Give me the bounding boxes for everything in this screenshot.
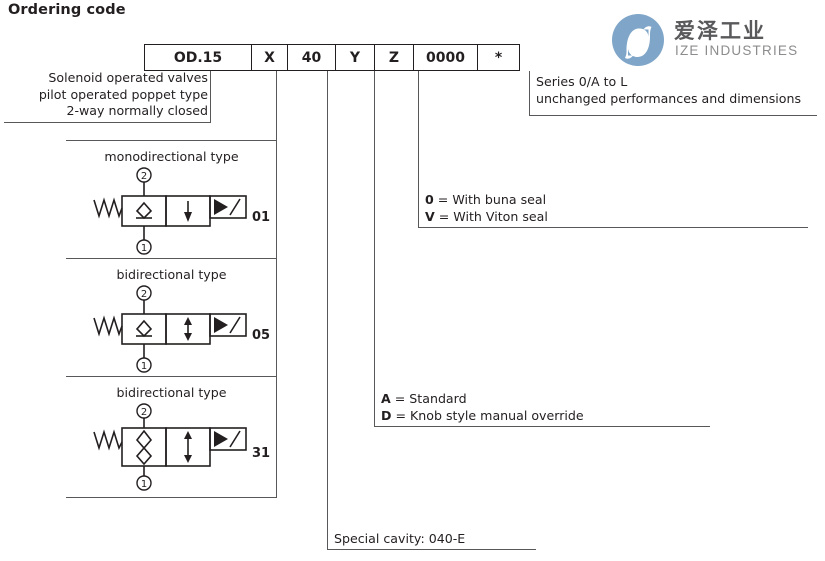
leader-series-underline xyxy=(529,115,817,116)
code-box-family[interactable]: OD.15 xyxy=(145,45,252,70)
seal-note-line-1: 0 = With buna seal xyxy=(425,192,548,209)
override-note-key-0: A xyxy=(381,391,391,406)
leader-series xyxy=(529,71,530,115)
svg-text:2: 2 xyxy=(141,171,147,182)
valve-caption-05: bidirectional type xyxy=(116,267,227,282)
leader-seal-underline xyxy=(418,227,808,228)
code-box-seal[interactable]: Z xyxy=(375,45,414,70)
valve-caption-31: bidirectional type xyxy=(116,385,227,400)
seal-note-key-0: 0 xyxy=(425,192,434,207)
series-note-line-2: unchanged performances and dimensions xyxy=(536,90,802,106)
leader-seal xyxy=(418,71,419,227)
leader-spool xyxy=(276,71,277,498)
page-title: Ordering code xyxy=(8,2,126,18)
svg-text:1: 1 xyxy=(141,361,147,372)
leader-option-underline xyxy=(374,426,710,427)
company-logo: 爱泽工业 IZE INDUSTRIES xyxy=(612,12,822,68)
valve-symbol-05: 2 1 xyxy=(93,285,247,373)
override-note: A = Standard D = Knob style manual overr… xyxy=(381,391,584,424)
logo-name-cn: 爱泽工业 xyxy=(674,19,766,43)
valve-symbol-01: 2 1 xyxy=(93,167,247,255)
seal-note-key-1: V xyxy=(425,208,435,224)
code-box-series[interactable]: * xyxy=(494,49,503,66)
leader-size-underline xyxy=(327,549,536,550)
descriptor-line-3: 2-way normally closed xyxy=(66,103,208,119)
descriptor-line-1: Solenoid operated valves xyxy=(48,70,208,85)
override-note-line-1: A = Standard xyxy=(381,391,584,408)
override-note-line-2: D = Knob style manual override xyxy=(381,408,584,425)
svg-text:2: 2 xyxy=(141,289,147,300)
seal-note-text-0: = With buna seal xyxy=(433,192,547,207)
leader-size xyxy=(327,71,328,549)
override-note-text-1: = Knob style manual override xyxy=(391,407,584,423)
seal-note-line-2: V = With Viton seal xyxy=(425,209,548,226)
valve-row-divider-top xyxy=(66,140,277,141)
series-note: Series 0/A to L unchanged performances a… xyxy=(536,74,801,107)
code-box-size[interactable]: 40 xyxy=(288,45,336,70)
valve-code-05: 05 xyxy=(252,328,271,343)
code-box-coil[interactable]: 0000 xyxy=(414,45,478,70)
valve-row-divider-bottom xyxy=(66,497,277,498)
valve-caption-01: monodirectional type xyxy=(104,149,239,164)
valve-row-divider-1 xyxy=(66,258,277,259)
override-note-key-1: D xyxy=(381,407,392,423)
override-note-text-0: = Standard xyxy=(390,391,467,406)
seal-note: 0 = With buna seal V = With Viton seal xyxy=(425,192,548,225)
svg-text:1: 1 xyxy=(141,243,147,254)
seal-note-text-1: = With Viton seal xyxy=(434,208,548,224)
valve-row-divider-2 xyxy=(66,376,277,377)
leader-family xyxy=(210,71,211,122)
logo-mark-icon xyxy=(625,26,652,59)
valve-code-01: 01 xyxy=(252,210,271,225)
valve-symbol-table: monodirectional type 01 2 xyxy=(66,140,277,498)
valve-code-31: 31 xyxy=(252,446,271,461)
ordering-code-row: OD.15 X 40 Y Z 0000 * xyxy=(144,44,520,71)
leader-option xyxy=(374,71,375,426)
series-note-line-1: Series 0/A to L xyxy=(536,74,628,89)
code-box-spool[interactable]: X xyxy=(252,45,288,70)
leader-family-underline xyxy=(4,122,211,123)
code-box-option[interactable]: Y xyxy=(336,45,375,70)
descriptor-note: Solenoid operated valves pilot operated … xyxy=(26,70,208,120)
descriptor-line-2: pilot operated poppet type xyxy=(38,86,208,102)
svg-text:1: 1 xyxy=(141,479,147,490)
cavity-note: Special cavity: 040-E xyxy=(334,531,466,546)
logo-name-en: IZE INDUSTRIES xyxy=(675,43,799,58)
valve-symbol-31: 2 1 xyxy=(93,403,247,491)
svg-text:2: 2 xyxy=(141,407,147,418)
